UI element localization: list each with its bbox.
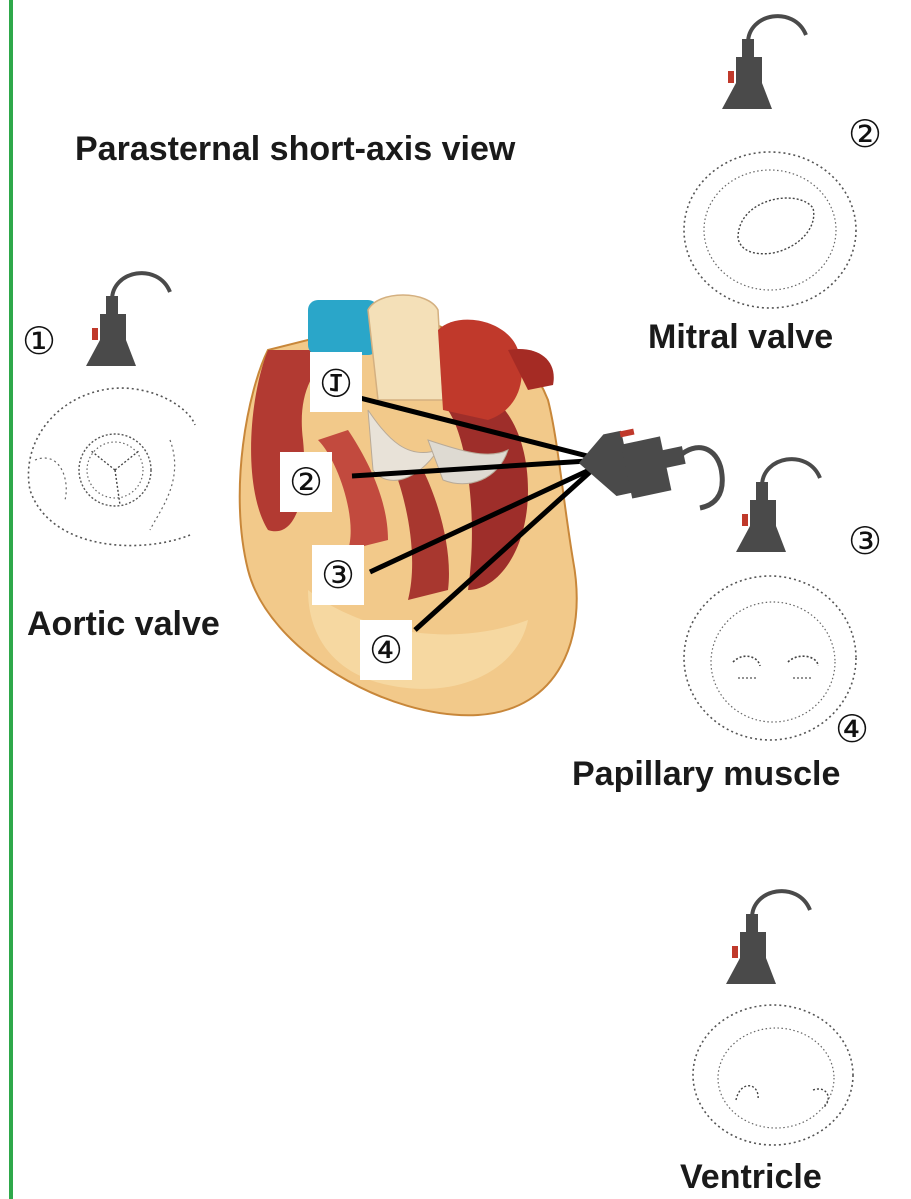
scan-line-2 <box>352 460 603 476</box>
scan-line-4 <box>415 472 590 630</box>
heart-marker-4-text: ④ <box>369 628 403 672</box>
heart-marker-3-text: ③ <box>321 553 355 597</box>
ultrasound-probe-icon <box>580 420 730 520</box>
scan-line-1 <box>360 398 603 460</box>
heart-marker-3: ③ <box>312 545 364 605</box>
heart-marker-1-text: ① <box>319 360 353 404</box>
scan-line-3 <box>370 466 598 572</box>
heart-marker-1: ① <box>310 352 362 412</box>
heart-marker-2: ② <box>280 452 332 512</box>
heart-marker-4: ④ <box>360 620 412 680</box>
heart-marker-2-text: ② <box>289 460 323 504</box>
